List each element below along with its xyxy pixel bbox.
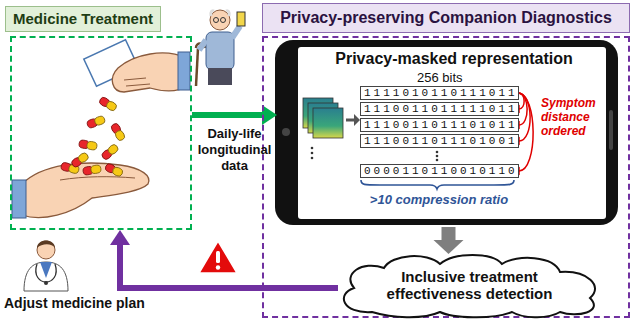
treatment-panel: Medicine Treatment bbox=[10, 36, 192, 230]
result-cloud: Inclusive treatment effectiveness detect… bbox=[332, 252, 607, 318]
screen-title: Privacy-masked representation bbox=[300, 50, 608, 68]
action-label: Adjust medicine plan bbox=[4, 295, 145, 311]
panel-heading: Privacy-preserving Companion Diagnostics bbox=[262, 3, 630, 33]
arrow-head bbox=[262, 105, 277, 125]
spectrogram-stack bbox=[303, 98, 360, 159]
bit-row: 1110011011111011 bbox=[360, 102, 519, 116]
arrow-head bbox=[110, 230, 130, 245]
arrow-line bbox=[120, 244, 338, 288]
pill-hands bbox=[12, 40, 190, 218]
panel-heading: Medicine Treatment bbox=[5, 6, 161, 32]
warning-sign bbox=[199, 241, 237, 273]
cloud-text: Inclusive treatment effectiveness detect… bbox=[332, 252, 607, 318]
edge-label: Daily-life longitudinal data bbox=[193, 126, 276, 174]
smartphone bbox=[275, 40, 618, 225]
flow-arrow bbox=[434, 227, 464, 254]
doctor-icon bbox=[24, 241, 68, 292]
arrow-line bbox=[192, 112, 263, 118]
bit-row: 1111010110111011 bbox=[360, 86, 519, 100]
bit-count: 256 bits bbox=[417, 70, 463, 85]
flow-arrow bbox=[110, 230, 338, 288]
arrow-head bbox=[434, 240, 464, 254]
compression-note: >10 compression ratio bbox=[349, 192, 529, 207]
ordering-note: Symptom distance ordered bbox=[541, 96, 607, 138]
bit-row: 0000110110010110 bbox=[360, 164, 519, 178]
bit-row: 1110011011101001 bbox=[360, 134, 519, 148]
elderly-user bbox=[196, 10, 245, 86]
bit-row: 1110011011101011 bbox=[360, 118, 519, 132]
compression-brace bbox=[361, 180, 514, 189]
arrow-line bbox=[442, 227, 456, 241]
row-ellipsis bbox=[436, 151, 439, 162]
flow-arrow bbox=[192, 105, 277, 125]
